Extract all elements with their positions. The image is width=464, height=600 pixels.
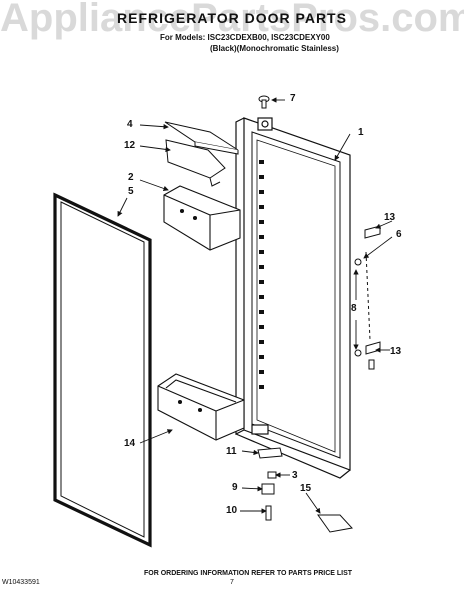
lower-door-bin	[157, 373, 245, 441]
handle-hardware	[354, 225, 381, 370]
hinge-bracket	[317, 514, 353, 533]
color-list: (Black)(Monochromatic Stainless)	[210, 44, 339, 53]
callout-14: 14	[124, 438, 136, 449]
callout-10: 10	[226, 505, 238, 516]
callout-11: 11	[226, 446, 237, 457]
model-list: For Models: ISC23CDEXB00, ISC23CDEXY00	[160, 33, 330, 42]
page-number: 7	[230, 579, 234, 586]
callout-5: 5	[128, 186, 134, 197]
callout-15: 15	[300, 483, 312, 494]
ordering-info: FOR ORDERING INFORMATION REFER TO PARTS …	[144, 570, 353, 577]
door-gasket	[53, 192, 152, 548]
leader-lines	[117, 97, 393, 514]
hinge-screw-top	[258, 95, 270, 109]
callout-3: 3	[292, 470, 298, 481]
watermark: AppliancePartsPros.com	[0, 0, 464, 40]
door-bin-clips	[259, 160, 264, 389]
callout-9: 9	[232, 482, 238, 493]
callout-6: 6	[396, 229, 402, 240]
callout-13-bottom: 13	[390, 346, 402, 357]
callout-8: 8	[351, 303, 357, 314]
callout-4: 4	[127, 119, 133, 130]
callout-1: 1	[358, 127, 364, 138]
callout-13-top: 13	[384, 212, 396, 223]
callout-12: 12	[124, 140, 136, 151]
callout-2: 2	[128, 172, 134, 183]
document-number: W10433591	[2, 579, 40, 586]
bin-trim	[165, 139, 226, 187]
door-assembly	[235, 117, 351, 479]
bottom-hinge	[257, 447, 283, 521]
bin-trim-cover	[164, 121, 239, 155]
page-title: REFRIGERATOR DOOR PARTS	[117, 10, 347, 26]
callout-7: 7	[290, 93, 296, 104]
upper-door-bin	[163, 185, 241, 251]
